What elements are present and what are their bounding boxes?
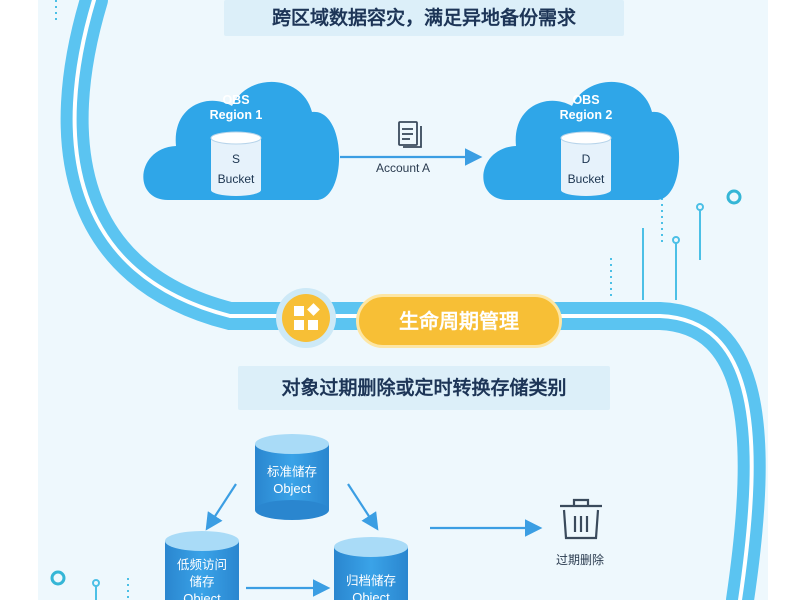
bottom-banner: 对象过期删除或定时转换存储类别 [238, 366, 610, 410]
archive-storage-line1: 归档储存 [345, 573, 396, 588]
cylinder-archive [334, 537, 408, 600]
cloud-2-title: OBS Region 2 [526, 93, 646, 123]
winding-road [60, 0, 766, 600]
infrequent-storage-line2: 储存 [189, 574, 215, 589]
cloud-1-title: OBS Region 1 [176, 93, 296, 123]
bucket-1-letter: S [231, 152, 240, 166]
bucket-icon [210, 131, 262, 196]
bucket-1-label: Bucket [217, 172, 255, 186]
infrequent-storage-line1: 低频访问 [176, 557, 227, 572]
infrequent-storage-line3: Object [183, 591, 221, 606]
standard-storage-label: 标准储存 Object [247, 463, 337, 497]
grid-apps-icon [276, 288, 336, 348]
flow-arrows [205, 483, 543, 597]
bucket-2-label: Bucket [567, 172, 605, 186]
archive-storage-line2: Object [352, 590, 390, 605]
cloud-1-title-line1: OBS [222, 93, 250, 107]
cloud-1-title-line2: Region 1 [209, 108, 263, 122]
bucket-2-letter: D [581, 152, 591, 166]
standard-storage-line1: 标准储存 [266, 464, 317, 479]
standard-storage-line2: Object [273, 481, 311, 496]
cylinder-standard [255, 434, 329, 520]
account-label: Account A [376, 161, 431, 175]
cloud-2-title-line1: OBS [572, 93, 600, 107]
decorative-dots [50, 0, 742, 600]
delete-label: 过期删除 [556, 553, 605, 567]
lifecycle-badge: 生命周期管理 [356, 294, 562, 348]
cloud-region-2 [483, 81, 680, 200]
top-banner: 跨区域数据容灾，满足异地备份需求 [224, 0, 624, 36]
archive-storage-label: 归档储存 Object [326, 572, 416, 606]
document-icon [398, 121, 422, 148]
cylinder-infrequent [165, 531, 239, 600]
cloud-2-title-line2: Region 2 [559, 108, 613, 122]
trash-icon [560, 498, 602, 540]
infrequent-storage-label: 低频访问 储存 Object [157, 556, 247, 607]
cloud-region-1 [143, 81, 340, 200]
bucket-icon [560, 131, 612, 196]
